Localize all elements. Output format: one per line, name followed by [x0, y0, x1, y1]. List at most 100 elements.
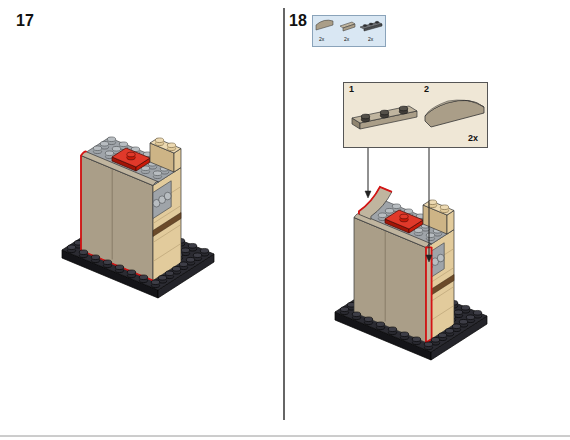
- stud-top: [151, 280, 159, 285]
- mini-plate-side: [364, 24, 382, 31]
- model-step-18: [335, 187, 487, 360]
- bottom-rule: [0, 436, 570, 437]
- stud-top: [378, 213, 386, 218]
- stud-top: [400, 332, 408, 337]
- side-stud: [164, 192, 171, 200]
- page-frame: [0, 8, 570, 436]
- step-number: 2: [424, 85, 429, 95]
- plate-1x3-top: [352, 106, 417, 123]
- stud-top: [79, 250, 87, 255]
- stud-top: [364, 317, 372, 322]
- body-top: [81, 138, 181, 186]
- stud-top: [388, 327, 396, 332]
- side-stud: [437, 254, 444, 262]
- stud-top: [153, 171, 161, 176]
- mini-stud: [363, 25, 367, 27]
- stud-top: [466, 315, 474, 320]
- stud-top: [361, 114, 369, 119]
- leader-arrowhead: [426, 255, 432, 262]
- stud-top: [424, 342, 432, 347]
- stud-top: [127, 270, 135, 275]
- mini-curved-slope: [316, 20, 333, 30]
- brick-line: [153, 244, 181, 262]
- stud-top: [385, 208, 393, 213]
- panel-seam: [385, 231, 386, 322]
- stud-top: [103, 260, 111, 265]
- stud-top: [400, 214, 408, 219]
- mini-stud: [375, 21, 379, 23]
- stud-top: [438, 333, 446, 338]
- step-number: 1: [349, 85, 354, 95]
- stud-top: [426, 233, 434, 238]
- stud-top: [412, 337, 420, 342]
- curved-slope-top: [425, 100, 484, 116]
- tan-brick-top: [423, 201, 454, 216]
- gray-side-brick: [153, 181, 171, 219]
- stud-top: [167, 143, 175, 148]
- stud-top: [107, 137, 115, 142]
- stud-top: [431, 337, 439, 342]
- stud-top: [428, 200, 436, 205]
- quantity-label: 2x: [368, 37, 373, 43]
- stud-top: [179, 262, 187, 267]
- quantity-label: 2x: [344, 37, 349, 43]
- stud-top: [100, 141, 108, 146]
- stud-top: [452, 324, 460, 329]
- mini-tan-part-side: [343, 24, 355, 31]
- step-divider: [283, 8, 285, 420]
- parts-images: [316, 20, 484, 129]
- stud-top: [139, 275, 147, 280]
- box-ground: [312, 15, 386, 47]
- leader-arrows: [365, 148, 432, 262]
- stud-top: [165, 271, 173, 276]
- red-plate-top: [385, 210, 423, 229]
- stud-top: [340, 307, 348, 312]
- new-part-outline: [359, 187, 392, 215]
- stud-top: [473, 310, 481, 315]
- curved-slope-side: [426, 247, 432, 342]
- stud-top: [399, 106, 407, 111]
- stud-top: [93, 146, 101, 151]
- stud-top: [172, 266, 180, 271]
- mini-stud: [369, 23, 373, 25]
- callout-box: 1 2 2x: [343, 82, 488, 148]
- stud-top: [105, 151, 113, 156]
- box-ground: [343, 82, 488, 148]
- stud-top: [91, 255, 99, 260]
- step-number: 17: [16, 12, 34, 30]
- parts-list-box: 2x2x2x: [312, 15, 386, 47]
- stud-top: [440, 205, 448, 210]
- stud-top: [115, 265, 123, 270]
- curved-slope-part: [425, 100, 484, 127]
- box-fills: [312, 15, 488, 148]
- stud-top: [112, 146, 120, 151]
- stud-top: [181, 248, 189, 253]
- leader-arrowhead: [365, 191, 371, 198]
- plate-1x3-front: [360, 111, 417, 129]
- stud-top: [188, 243, 196, 248]
- panel-seam: [112, 169, 113, 260]
- stud-top: [459, 319, 467, 324]
- stud-top: [454, 310, 462, 315]
- stud-top: [352, 312, 360, 317]
- stud-top: [127, 152, 135, 157]
- stud-top: [200, 248, 208, 253]
- step-number: 18: [289, 12, 307, 30]
- stud-top: [193, 253, 201, 258]
- stud-top: [392, 204, 400, 209]
- body-right-side: [426, 230, 454, 343]
- stud-top: [376, 322, 384, 327]
- tan-brick-top: [150, 139, 181, 154]
- quantity-label: 2x: [468, 134, 478, 144]
- leader-line: [368, 148, 369, 192]
- models: [62, 137, 487, 360]
- stud-top: [445, 328, 453, 333]
- stud-top: [155, 138, 163, 143]
- body-right-side: [153, 168, 181, 281]
- stud-top: [186, 257, 194, 262]
- new-part-outline: [81, 251, 153, 281]
- new-part-outline: [81, 152, 87, 251]
- stud-top: [67, 245, 75, 250]
